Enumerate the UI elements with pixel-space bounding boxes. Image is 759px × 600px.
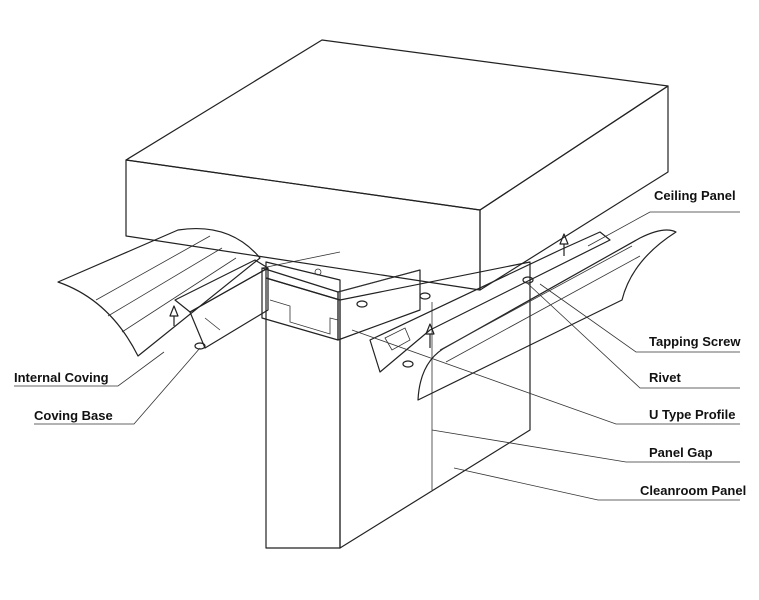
label-cleanroom-panel: Cleanroom Panel	[640, 483, 746, 498]
label-rivet: Rivet	[649, 370, 681, 385]
u-type-profile	[261, 251, 421, 341]
label-coving-base: Coving Base	[34, 408, 113, 423]
label-internal-coving: Internal Coving	[14, 370, 109, 385]
label-u-type-profile: U Type Profile	[649, 407, 735, 422]
rivet-icon	[194, 276, 534, 368]
label-ceiling-panel: Ceiling Panel	[654, 188, 736, 203]
ceiling-panel	[125, 39, 669, 291]
tapping-screw-icon	[169, 233, 569, 348]
internal-coving-right	[417, 229, 677, 401]
cleanroom-panel	[265, 261, 531, 549]
internal-coving-left	[57, 227, 261, 357]
coving-base-right	[369, 231, 611, 373]
coving-base-left	[174, 259, 269, 349]
label-panel-gap: Panel Gap	[649, 445, 713, 460]
label-tapping-screw: Tapping Screw	[649, 334, 741, 349]
leader-lines	[14, 211, 740, 501]
